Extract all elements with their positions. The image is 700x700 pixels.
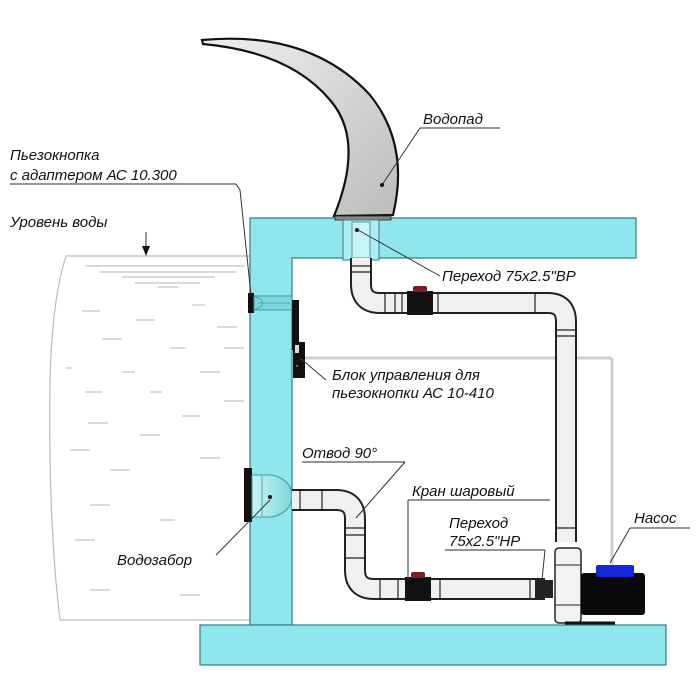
pump-terminal-box <box>596 565 634 577</box>
label-adapter-top: Переход 75x2.5"ВР <box>442 268 576 285</box>
label-control-unit-1: Блок управления для <box>332 367 480 384</box>
pump-motor <box>581 573 645 615</box>
leader-lines <box>10 127 690 581</box>
piezo-button <box>248 293 293 313</box>
adapter-nr <box>535 580 553 598</box>
label-adapter-bottom-1: Переход <box>449 515 508 532</box>
pump-volute <box>554 547 582 624</box>
pool-water <box>49 255 251 621</box>
label-elbow: Отвод 90° <box>302 445 377 462</box>
label-adapter-bottom-2: 75x2.5"НР <box>449 533 520 550</box>
intake-flange <box>244 468 252 522</box>
pump <box>554 547 645 625</box>
lower-ball-valve <box>405 572 431 601</box>
upper-pipe <box>350 258 577 542</box>
water-surface-lines <box>66 265 245 596</box>
lower-pipe <box>292 489 553 601</box>
label-piezo-button-1: Пьезокнопка <box>10 147 99 164</box>
valve-handle <box>411 572 425 578</box>
label-waterfall: Водопад <box>423 111 483 128</box>
label-intake: Водозабор <box>117 552 192 569</box>
label-control-unit-2: пьезокнопки АС 10-410 <box>332 385 495 402</box>
label-pump: Насос <box>634 510 677 527</box>
base-slab <box>199 624 667 666</box>
control-unit <box>292 300 305 378</box>
piezo-button-face <box>248 293 254 313</box>
label-piezo-button-2: с адаптером АС 10.300 <box>10 167 177 184</box>
label-water-level: Уровень воды <box>9 214 107 231</box>
upper-ball-valve <box>407 286 433 315</box>
label-ball-valve: Кран шаровый <box>412 483 515 500</box>
valve-handle <box>413 286 427 292</box>
waterfall-spout <box>200 37 400 261</box>
intake <box>244 468 293 522</box>
labels: Водопад Пьезокнопка с адаптером АС 10.30… <box>9 111 677 569</box>
